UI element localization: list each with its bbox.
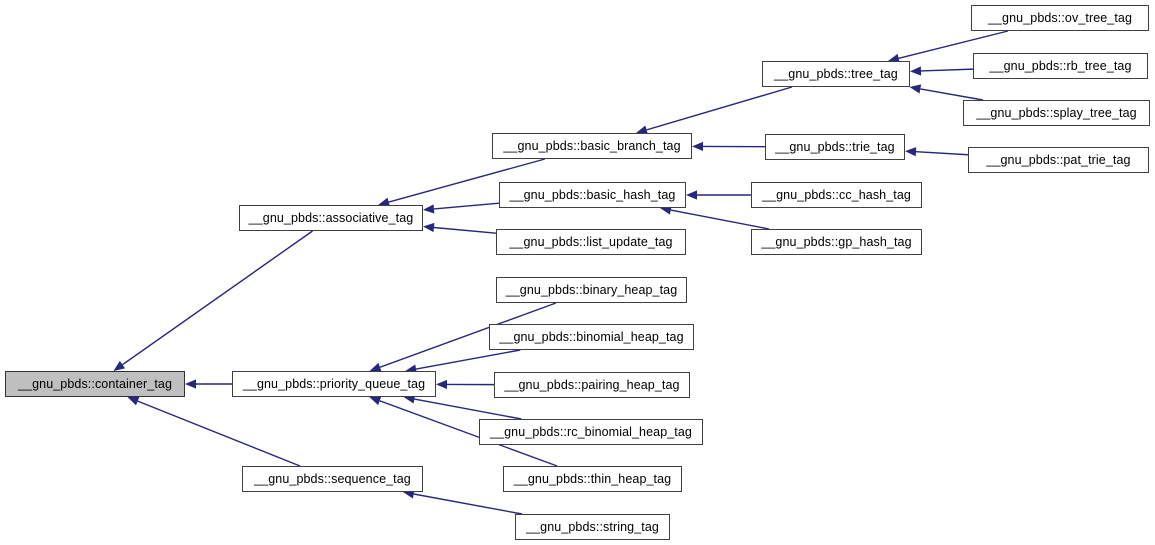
- edge-string_tag-to-sequence_tag: [402, 489, 523, 515]
- arrowhead-icon: [686, 190, 697, 200]
- arrowhead-icon: [905, 147, 917, 157]
- node-label-string_tag: __gnu_pbds::string_tag: [526, 519, 659, 534]
- node-label-container_tag: __gnu_pbds::container_tag: [17, 376, 172, 391]
- edge-line: [413, 493, 523, 515]
- node-cc_hash_tag[interactable]: __gnu_pbds::cc_hash_tag: [751, 182, 922, 208]
- node-priority_queue_tag[interactable]: __gnu_pbds::priority_queue_tag: [232, 371, 436, 397]
- arrowhead-icon: [423, 204, 435, 214]
- node-sequence_tag[interactable]: __gnu_pbds::sequence_tag: [242, 466, 423, 492]
- node-basic_hash_tag[interactable]: __gnu_pbds::basic_hash_tag: [499, 182, 686, 208]
- node-label-list_update_tag: __gnu_pbds::list_update_tag: [509, 234, 673, 249]
- node-label-sequence_tag: __gnu_pbds::sequence_tag: [254, 471, 411, 486]
- edge-basic_hash_tag-to-associative_tag: [423, 202, 500, 214]
- node-label-splay_tree_tag: __gnu_pbds::splay_tree_tag: [976, 105, 1137, 120]
- node-rb_tree_tag[interactable]: __gnu_pbds::rb_tree_tag: [973, 53, 1148, 79]
- edge-associative_tag-to-container_tag: [113, 230, 313, 371]
- arrowhead-icon: [185, 379, 196, 389]
- arrowhead-icon: [910, 66, 922, 76]
- node-label-rc_binomial_heap_tag: __gnu_pbds::rc_binomial_heap_tag: [490, 424, 692, 439]
- arrowhead-icon: [692, 141, 704, 152]
- node-label-ov_tree_tag: __gnu_pbds::ov_tree_tag: [987, 10, 1133, 25]
- node-binomial_heap_tag[interactable]: __gnu_pbds::binomial_heap_tag: [489, 324, 694, 350]
- node-binary_heap_tag[interactable]: __gnu_pbds::binary_heap_tag: [496, 277, 687, 303]
- node-rc_binomial_heap_tag[interactable]: __gnu_pbds::rc_binomial_heap_tag: [479, 419, 703, 445]
- arrowhead-icon: [113, 360, 126, 371]
- arrowhead-icon: [127, 396, 140, 406]
- edge-cc_hash_tag-to-basic_hash_tag: [686, 190, 751, 200]
- node-label-pairing_heap_tag: __gnu_pbds::pairing_heap_tag: [504, 377, 680, 392]
- node-label-binary_heap_tag: __gnu_pbds::binary_heap_tag: [505, 282, 678, 297]
- edge-line: [137, 400, 301, 467]
- node-label-gp_hash_tag: __gnu_pbds::gp_hash_tag: [761, 234, 912, 249]
- node-pat_trie_tag[interactable]: __gnu_pbds::pat_trie_tag: [968, 147, 1149, 173]
- node-ov_tree_tag[interactable]: __gnu_pbds::ov_tree_tag: [971, 5, 1149, 31]
- node-label-binomial_heap_tag: __gnu_pbds::binomial_heap_tag: [499, 329, 684, 344]
- node-string_tag[interactable]: __gnu_pbds::string_tag: [515, 514, 670, 540]
- edge-rc_binomial_heap_tag-to-priority_queue_tag: [403, 394, 522, 420]
- node-label-trie_tag: __gnu_pbds::trie_tag: [775, 139, 895, 154]
- edge-trie_tag-to-basic_branch_tag: [692, 141, 766, 152]
- edge-pairing_heap_tag-to-priority_queue_tag: [436, 379, 495, 390]
- node-label-cc_hash_tag: __gnu_pbds::cc_hash_tag: [762, 187, 911, 202]
- node-container_tag: __gnu_pbds::container_tag: [5, 371, 185, 397]
- edge-priority_queue_tag-to-container_tag: [185, 379, 232, 389]
- arrowhead-icon: [436, 379, 448, 390]
- edge-line: [670, 209, 770, 230]
- node-label-rb_tree_tag: __gnu_pbds::rb_tree_tag: [989, 58, 1132, 73]
- node-thin_heap_tag[interactable]: __gnu_pbds::thin_heap_tag: [503, 466, 682, 492]
- node-splay_tree_tag[interactable]: __gnu_pbds::splay_tree_tag: [963, 100, 1150, 126]
- arrowhead-icon: [369, 396, 382, 406]
- node-pairing_heap_tag[interactable]: __gnu_pbds::pairing_heap_tag: [494, 372, 690, 398]
- node-tree_tag[interactable]: __gnu_pbds::tree_tag: [762, 61, 910, 87]
- edge-sequence_tag-to-container_tag: [127, 396, 301, 467]
- edge-rb_tree_tag-to-tree_tag: [910, 66, 974, 76]
- edge-tree_tag-to-basic_branch_tag: [636, 86, 793, 135]
- edge-list_update_tag-to-associative_tag: [423, 222, 497, 234]
- edge-pat_trie_tag-to-trie_tag: [905, 147, 969, 157]
- node-label-thin_heap_tag: __gnu_pbds::thin_heap_tag: [513, 471, 672, 486]
- edge-line: [415, 349, 521, 370]
- node-label-basic_branch_tag: __gnu_pbds::basic_branch_tag: [503, 138, 681, 153]
- node-label-priority_queue_tag: __gnu_pbds::priority_queue_tag: [242, 376, 426, 391]
- node-basic_branch_tag[interactable]: __gnu_pbds::basic_branch_tag: [492, 133, 692, 159]
- edge-line: [433, 226, 497, 234]
- edge-line: [920, 88, 984, 101]
- edge-gp_hash_tag-to-basic_hash_tag: [659, 205, 770, 230]
- edge-splay_tree_tag-to-tree_tag: [909, 84, 984, 101]
- node-trie_tag[interactable]: __gnu_pbds::trie_tag: [765, 134, 905, 160]
- edge-line: [433, 202, 500, 210]
- node-gp_hash_tag[interactable]: __gnu_pbds::gp_hash_tag: [751, 229, 922, 255]
- node-label-pat_trie_tag: __gnu_pbds::pat_trie_tag: [986, 152, 1131, 167]
- edge-line: [920, 68, 974, 72]
- node-label-basic_hash_tag: __gnu_pbds::basic_hash_tag: [509, 187, 676, 202]
- edge-line: [915, 151, 969, 156]
- edge-line: [414, 398, 522, 420]
- edge-line: [646, 86, 793, 131]
- edge-line: [122, 230, 313, 366]
- node-label-associative_tag: __gnu_pbds::associative_tag: [248, 210, 414, 225]
- node-list_update_tag[interactable]: __gnu_pbds::list_update_tag: [496, 229, 686, 255]
- arrowhead-icon: [423, 222, 435, 233]
- node-label-tree_tag: __gnu_pbds::tree_tag: [774, 66, 898, 81]
- node-associative_tag[interactable]: __gnu_pbds::associative_tag: [239, 205, 423, 231]
- arrowhead-icon: [909, 84, 922, 94]
